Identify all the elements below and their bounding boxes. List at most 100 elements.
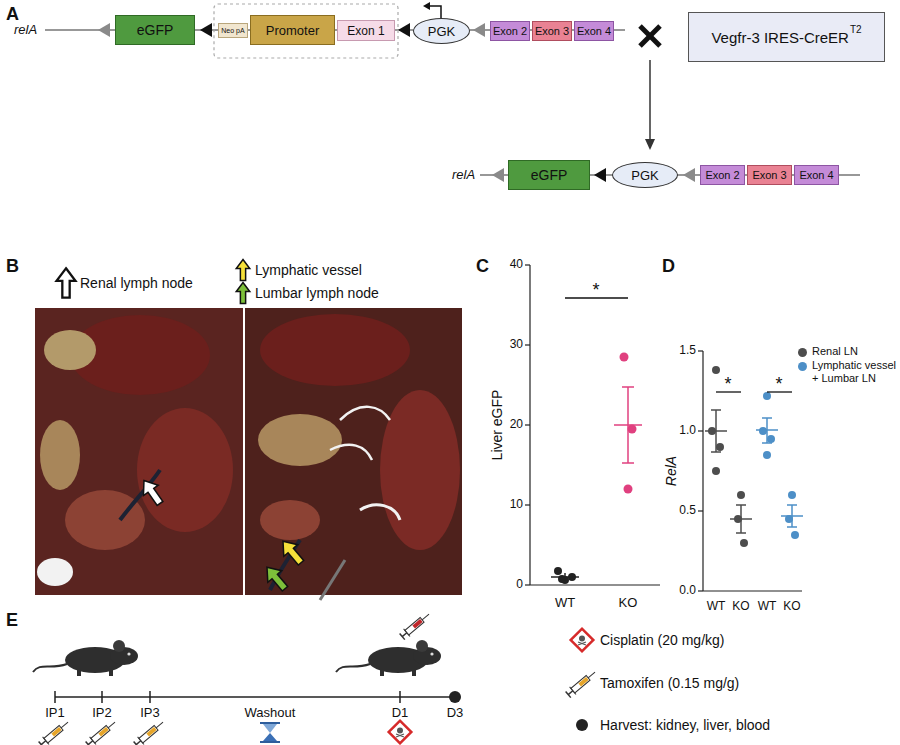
- loxp-site: [398, 23, 410, 37]
- surgical-photo: [380, 390, 460, 550]
- node-text: Exon 2: [493, 26, 527, 37]
- hourglass-icon: [263, 724, 277, 733]
- timeline-axis: [149, 691, 151, 703]
- data-point: [759, 427, 767, 435]
- timepoint-label: Washout: [245, 706, 296, 721]
- polya-box: Neo pA: [218, 23, 248, 38]
- harvest-dot: [449, 691, 461, 703]
- breeding-arrow: [649, 60, 651, 140]
- group-label: WT: [707, 600, 726, 614]
- chart-axis: [698, 430, 703, 431]
- panel-letter: E: [6, 610, 18, 631]
- data-point: [712, 467, 720, 475]
- promoter-pill: PGK: [413, 18, 470, 44]
- legend-text: Renal lymph node: [80, 275, 193, 291]
- timepoint-label: IP2: [92, 706, 112, 721]
- exon-box: Exon 2: [490, 21, 530, 41]
- legend-arrow: [57, 268, 76, 297]
- axis-tick: 10: [510, 498, 523, 512]
- node-text: Neo pA: [221, 27, 244, 34]
- mean-error-bar: [740, 505, 742, 533]
- superscript-text: T2: [850, 25, 862, 35]
- legend-text: Lumbar lymph node: [255, 285, 379, 301]
- timepoint-label: D3: [447, 706, 464, 721]
- mouse-icon: [33, 640, 441, 676]
- node-text: Promoter: [266, 24, 319, 37]
- reporter-box: eGFP: [508, 160, 590, 190]
- reporter-box: eGFP: [115, 15, 195, 45]
- timeline-axis: [399, 691, 401, 703]
- mean-error-bar: [756, 418, 803, 527]
- legend-arrow: [236, 283, 250, 304]
- data-point: [554, 353, 799, 585]
- surgical-photo: [35, 308, 243, 595]
- legend-arrow: [57, 260, 250, 304]
- chart-axis: [530, 584, 660, 585]
- panel-letter: D: [662, 256, 675, 277]
- syringe-icon: [38, 718, 71, 745]
- mean-error-bar: [551, 573, 579, 581]
- data-point: [716, 443, 724, 451]
- promoter-direction-arrow: [423, 2, 430, 10]
- axis-tick: 0.0: [679, 584, 696, 598]
- legend-text: Renal LN: [812, 345, 900, 358]
- node-text: PGK: [631, 169, 658, 182]
- mean-error-bar: [705, 410, 752, 533]
- data-point: [712, 366, 720, 374]
- mean-error-bar: [736, 532, 746, 534]
- promoter-pill: PGK: [612, 162, 678, 188]
- timepoint-label: IP3: [140, 706, 160, 721]
- surgical-photo: [137, 475, 168, 508]
- surgical-photo: [65, 490, 145, 550]
- axis-tick: 0.5: [679, 504, 696, 518]
- legend-text: Tamoxifen (0.15 mg/g): [600, 675, 739, 691]
- mean-error-bar: [564, 573, 566, 581]
- axis-title: RelA: [663, 456, 679, 486]
- chart-axis: [702, 351, 703, 591]
- chart-axis: [525, 265, 802, 591]
- node-text: eGFP: [531, 168, 568, 182]
- surgical-photo: [260, 500, 320, 540]
- significance-star: *: [592, 280, 599, 301]
- chart-axis: [698, 590, 703, 591]
- hourglass-icon: [263, 733, 277, 741]
- harvest-dot: [449, 691, 588, 731]
- timepoint-label: D1: [392, 706, 409, 721]
- chart-axis: [525, 264, 530, 265]
- exon-box: Exon 3: [532, 21, 572, 41]
- mean-error-bar: [762, 442, 772, 444]
- cisplatin-icon: [389, 721, 412, 744]
- floxed-region: [214, 4, 398, 58]
- node-text: Exon 2: [705, 170, 739, 181]
- group-label: KO: [619, 596, 638, 611]
- surgical-photo: [360, 505, 400, 520]
- chart-axis: [525, 504, 530, 505]
- cross-symbol: [640, 26, 660, 46]
- breeding-arrow: [645, 60, 655, 150]
- exon-box: Exon 3: [747, 165, 792, 185]
- node-text: Exon 1: [347, 25, 384, 37]
- chart-axis: [525, 424, 530, 425]
- node-text: Exon 3: [535, 26, 569, 37]
- chart-axis: [698, 510, 703, 511]
- significance-star: *: [775, 374, 782, 395]
- data-point: [620, 353, 629, 362]
- mouse-icon: [336, 640, 441, 676]
- axis-tick: 40: [510, 258, 523, 272]
- cisplatin-icon: [389, 629, 594, 744]
- chart-axis: [698, 350, 703, 351]
- chart-axis: [525, 344, 530, 345]
- node-text: Vegfr-3 IRES-CreER: [711, 30, 849, 45]
- legend-arrow: [236, 260, 250, 281]
- group-label: WT: [758, 600, 777, 614]
- mouse-icon: [33, 640, 138, 676]
- exon-box: Exon 1: [337, 20, 395, 41]
- data-point: [788, 491, 796, 499]
- surgical-photo: [276, 535, 308, 568]
- axis-tick: 0: [516, 578, 523, 592]
- hourglass-icon: [260, 741, 280, 743]
- promoter-direction-arrow: [423, 2, 441, 18]
- syringe-icon: [133, 718, 166, 745]
